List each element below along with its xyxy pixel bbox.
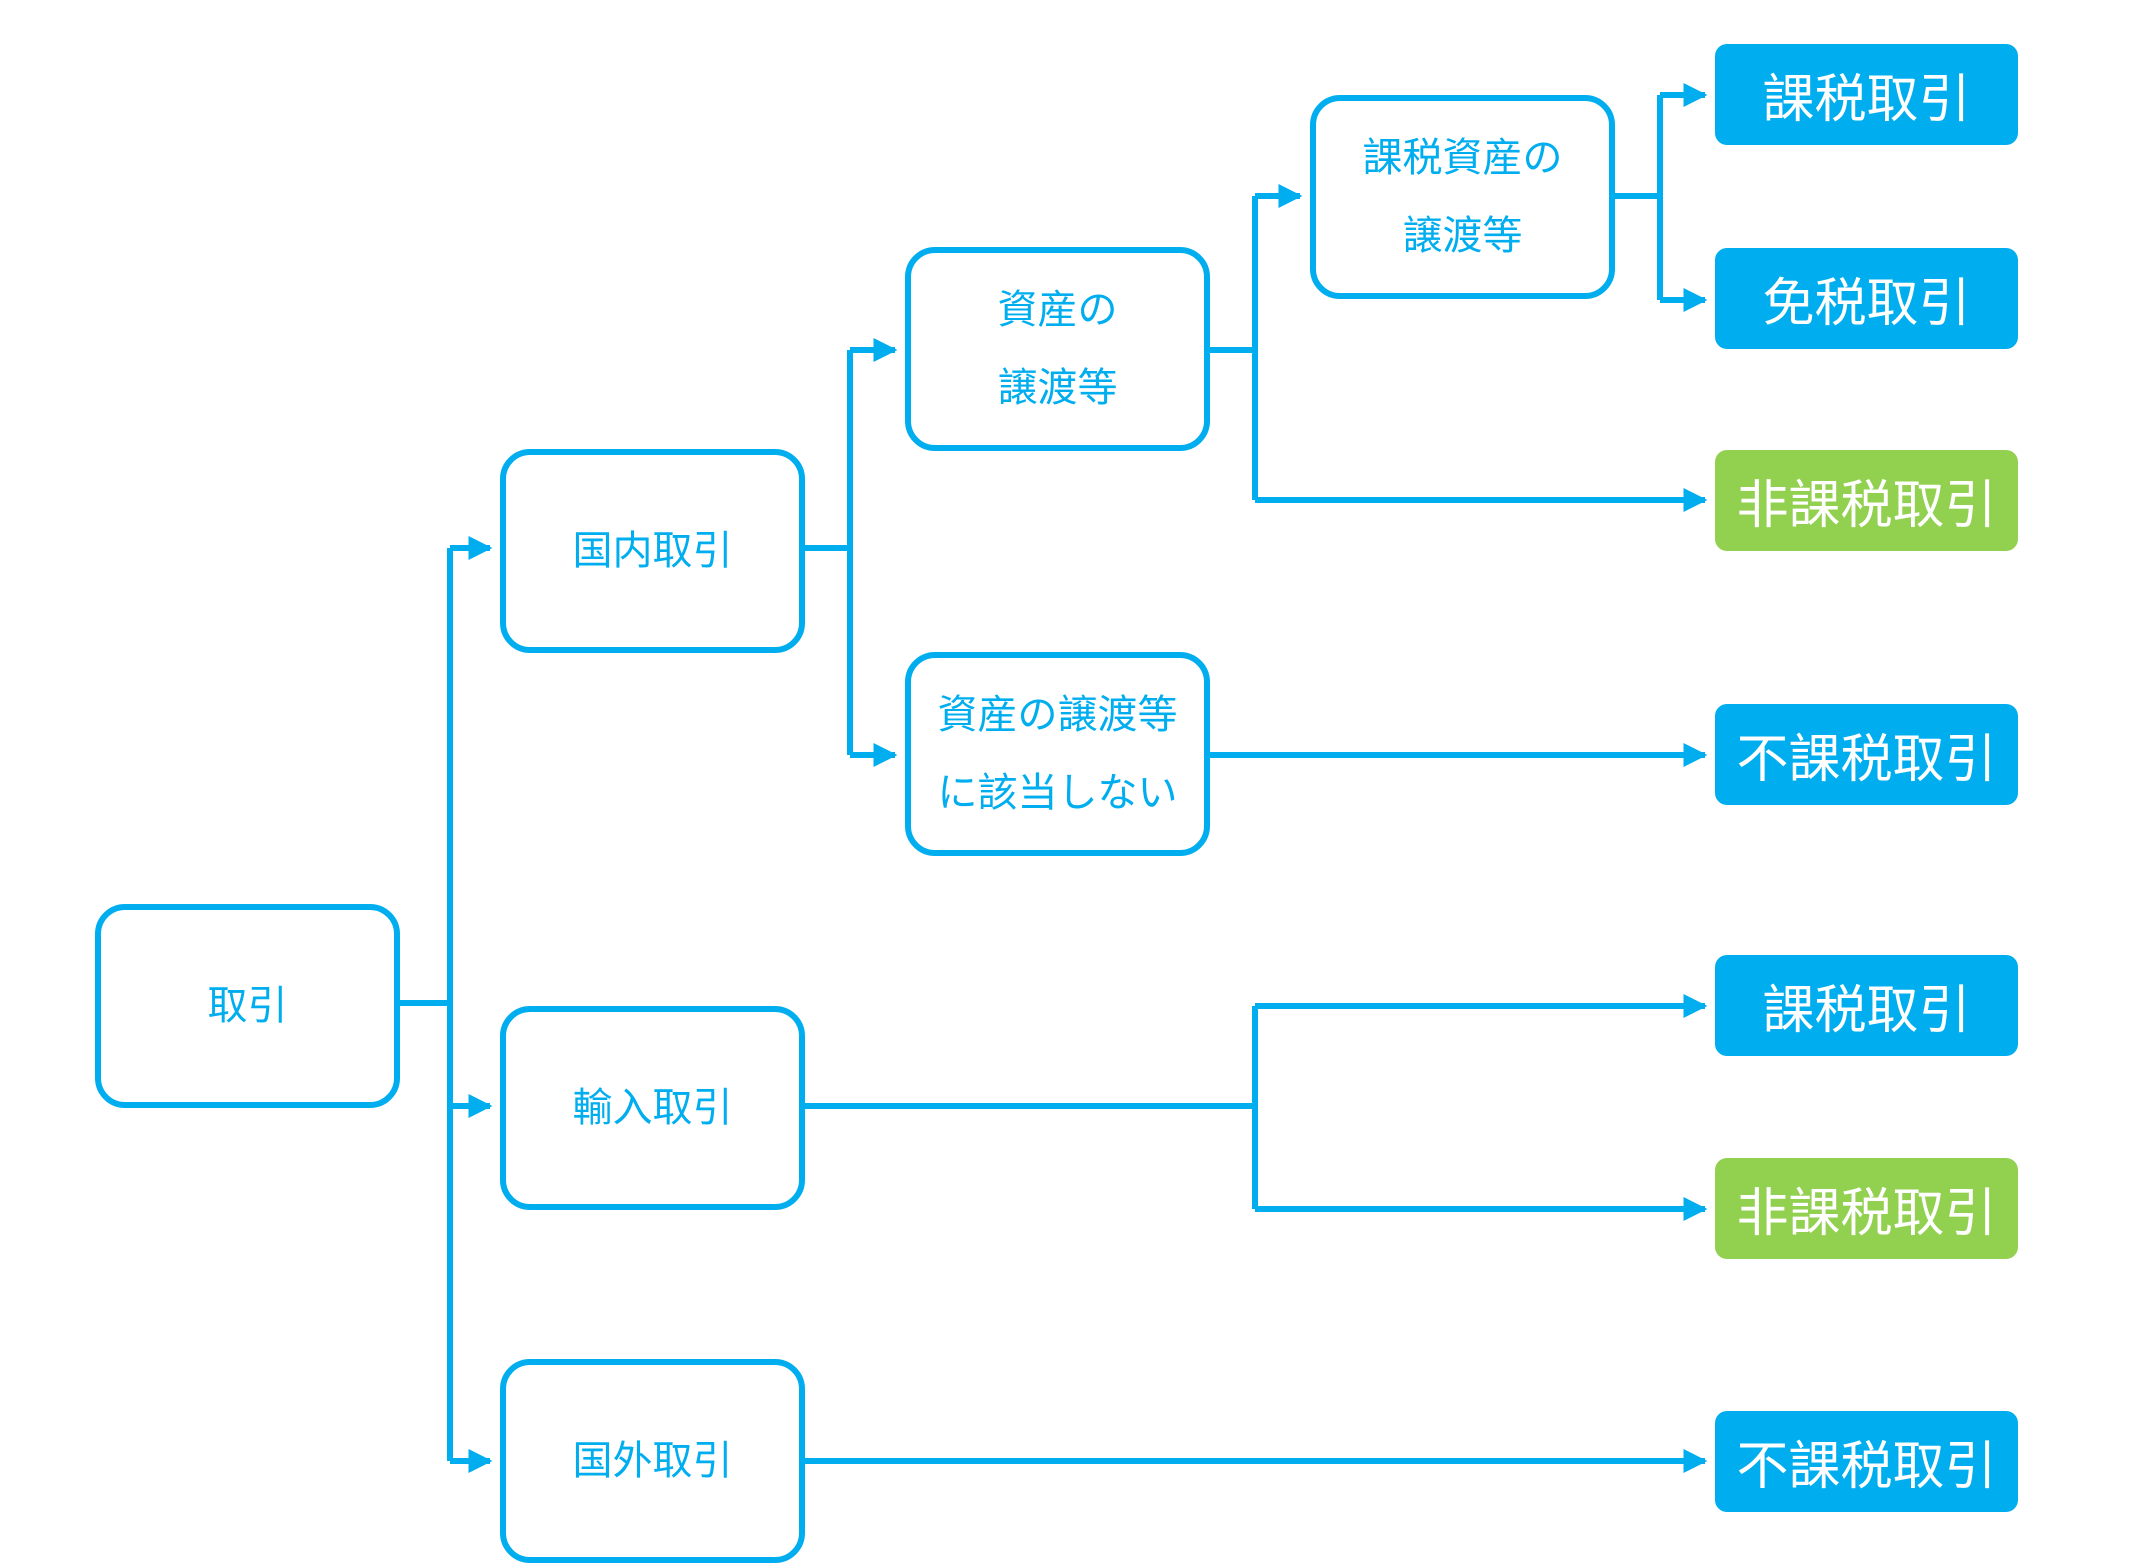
node-yunyu-torihiki: 輸入取引 (500, 1006, 805, 1210)
node-kokugai-torihiki: 国外取引 (500, 1359, 805, 1563)
node-yunyu-torihiki-label: 輸入取引 (572, 1085, 733, 1131)
node-shisan-no-joto-to: 資産の 譲渡等 (905, 247, 1210, 451)
node-gaito-shinai-line-1: 資産の譲渡等 (937, 692, 1178, 738)
result-label: 課税取引 (1762, 981, 1971, 1041)
result-menzei-torihiki: 免税取引 (1715, 248, 2018, 349)
node-kokunai-torihiki-label: 国内取引 (572, 528, 733, 574)
result-label: 課税取引 (1762, 70, 1971, 130)
result-label: 不課税取引 (1736, 1437, 1997, 1497)
node-kokugai-torihiki-label: 国外取引 (572, 1438, 733, 1484)
result-kazei-torihiki-import: 課税取引 (1715, 955, 2018, 1056)
result-hikazei-torihiki-import: 非課税取引 (1715, 1158, 2018, 1259)
result-hikazei-torihiki-domestic: 非課税取引 (1715, 450, 2018, 551)
result-fukazei-torihiki-domestic: 不課税取引 (1715, 704, 2018, 805)
node-kazei-shisan-no-joto-to: 課税資産の 譲渡等 (1310, 95, 1615, 299)
node-kokunai-torihiki: 国内取引 (500, 449, 805, 653)
result-label: 不課税取引 (1736, 730, 1997, 790)
node-kazei-shisan-line-1: 課税資産の (1362, 135, 1563, 181)
node-gaito-shinai-line-2: に該当しない (937, 770, 1178, 816)
node-kazei-shisan-line-2: 譲渡等 (1402, 213, 1523, 259)
node-shisan-no-joto-to-line-1: 資産の (997, 287, 1118, 333)
result-label: 非課税取引 (1736, 476, 1997, 536)
node-torihiki-label: 取引 (207, 983, 288, 1029)
result-fukazei-torihiki-foreign: 不課税取引 (1715, 1411, 2018, 1512)
result-label: 免税取引 (1762, 274, 1971, 334)
result-label: 非課税取引 (1736, 1184, 1997, 1244)
node-shisan-no-joto-to-line-2: 譲渡等 (997, 365, 1118, 411)
node-shisan-no-joto-to-ni-gaito-shinai: 資産の譲渡等 に該当しない (905, 652, 1210, 856)
result-kazei-torihiki-domestic: 課税取引 (1715, 44, 2018, 145)
node-torihiki: 取引 (95, 904, 400, 1108)
